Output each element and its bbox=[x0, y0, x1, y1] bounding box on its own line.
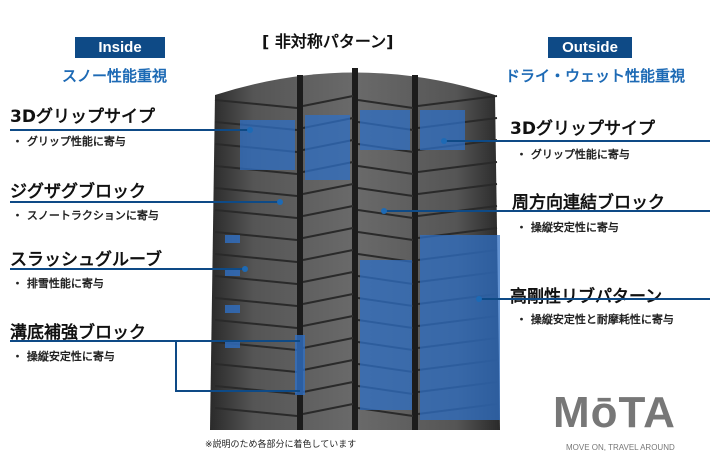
left-label-title: ジグザグブロック bbox=[10, 182, 146, 202]
tread-sipe bbox=[214, 187, 298, 197]
leader-dot bbox=[441, 138, 447, 144]
tread-sipe bbox=[214, 231, 298, 241]
tread-sipe bbox=[302, 403, 354, 415]
tread-sipe bbox=[214, 275, 298, 285]
tread-sipe bbox=[214, 319, 298, 329]
left-label-desc: ・ 排雪性能に寄与 bbox=[12, 277, 104, 290]
leader-line bbox=[445, 140, 710, 142]
leader-line bbox=[10, 268, 245, 270]
leader-line bbox=[480, 298, 710, 300]
leader-dot bbox=[247, 127, 253, 133]
left-label-desc: ・ 操縦安定性に寄与 bbox=[12, 350, 115, 363]
inside-subtitle: スノー性能重視 bbox=[62, 67, 168, 85]
leader-line bbox=[10, 340, 300, 342]
right-label-desc: ・ 操縦安定性に寄与 bbox=[516, 221, 619, 234]
footnote: ※説明のため各部分に着色しています bbox=[205, 440, 357, 450]
tread-sipe bbox=[417, 183, 498, 195]
tread-sipe bbox=[417, 95, 498, 107]
tread-sipe bbox=[302, 337, 354, 349]
leader-dot bbox=[381, 208, 387, 214]
tread-sipe bbox=[214, 407, 298, 417]
leader-dot bbox=[476, 296, 482, 302]
outside-badge: Outside bbox=[548, 37, 632, 58]
mota-logo: MōTA bbox=[553, 388, 676, 437]
tread-sipe bbox=[302, 293, 354, 305]
tread-sipe bbox=[302, 227, 354, 239]
tire-tread-image bbox=[210, 68, 500, 430]
leader-line bbox=[385, 210, 710, 212]
left-label-desc: ・ スノートラクションに寄与 bbox=[12, 209, 159, 222]
right-label-title: 3Dグリップサイプ bbox=[510, 119, 655, 139]
tread-sipe bbox=[357, 165, 414, 175]
right-label-desc: ・ 操縦安定性と耐摩耗性に寄与 bbox=[516, 313, 674, 326]
left-label-title: 3Dグリップサイプ bbox=[10, 107, 155, 127]
logo-tagline: MOVE ON, TRAVEL AROUND bbox=[566, 443, 675, 452]
left-label-desc: ・ グリップ性能に寄与 bbox=[12, 135, 126, 148]
tread-sipe bbox=[302, 381, 354, 393]
page-title: [ 非対称パターン] bbox=[262, 32, 394, 51]
right-label-title: 高剛性リブパターン bbox=[510, 287, 663, 307]
leader-dot bbox=[242, 266, 248, 272]
outside-subtitle: ドライ・ウェット性能重視 bbox=[505, 67, 686, 85]
tread-sipe bbox=[302, 183, 354, 195]
leader-dot bbox=[277, 199, 283, 205]
tread-sipe bbox=[214, 209, 298, 219]
leader-line bbox=[175, 340, 177, 392]
tread-sipe bbox=[302, 249, 354, 261]
right-label-desc: ・ グリップ性能に寄与 bbox=[516, 148, 630, 161]
tread-sipe bbox=[214, 297, 298, 307]
tread-sipe bbox=[357, 231, 414, 241]
leader-line bbox=[175, 390, 300, 392]
left-label-title: 溝底補強ブロック bbox=[10, 323, 146, 343]
tread-sipe bbox=[214, 99, 298, 109]
tread-sipe bbox=[357, 209, 414, 219]
tread-sipe bbox=[302, 95, 354, 107]
tread-sipe bbox=[302, 315, 354, 327]
tread-sipe bbox=[302, 359, 354, 371]
tread-sipe bbox=[417, 161, 498, 173]
tread-sipe bbox=[357, 99, 414, 109]
tread-sipe bbox=[357, 187, 414, 197]
left-label-title: スラッシュグルーブ bbox=[10, 250, 162, 270]
leader-line bbox=[10, 201, 280, 203]
tread-sipe bbox=[302, 271, 354, 283]
right-label-title: 周方向連結ブロック bbox=[512, 193, 665, 213]
tread-sipe bbox=[214, 253, 298, 263]
inside-badge: Inside bbox=[75, 37, 165, 58]
leader-line bbox=[10, 129, 250, 131]
tread-sipe bbox=[214, 363, 298, 373]
tread-sipe bbox=[302, 205, 354, 217]
